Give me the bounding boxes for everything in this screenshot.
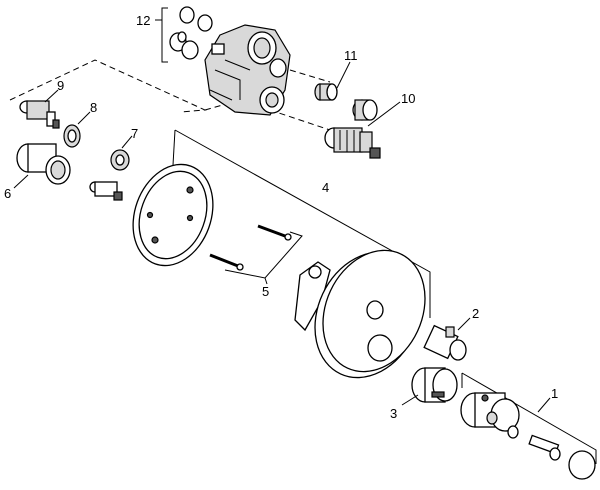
label-2: 2 [472,306,479,321]
label-5: 5 [262,284,269,299]
leader-6 [13,174,29,189]
label-4: 4 [322,180,329,195]
part-4-rosette [294,249,426,379]
label-8: 8 [90,100,97,115]
leader-2 [457,317,471,331]
label-12: 12 [136,13,150,28]
label-11: 11 [344,48,358,63]
label-7: 7 [131,126,138,141]
label-9: 9 [57,78,64,93]
leader-9 [44,89,59,103]
bracket-4-left [172,129,176,166]
part-1-handle-assembly [460,392,596,480]
part-11-cartridge [314,83,378,121]
leader-11 [336,61,351,89]
bracket-4 [174,129,431,318]
mounting-plate [132,163,214,267]
leader-10 [367,101,401,127]
label-10: 10 [401,91,415,106]
part-6-sleeve [16,143,71,185]
label-3: 3 [390,406,397,421]
part-3-knob [411,367,458,403]
valve-body [204,24,291,116]
leader-8 [77,111,91,125]
part-5-screws [209,224,303,279]
leader-7 [121,135,133,149]
part-2-diverter [423,324,467,361]
leader-3 [401,394,419,406]
leader-5 [264,277,268,285]
part-10-thermo-cartridge [324,127,381,159]
label-6: 6 [4,186,11,201]
leader-1 [537,397,551,413]
part-9-cartridge [19,100,60,129]
part-7-connector [89,149,130,201]
part-12-o-rings [155,6,213,63]
part-8-nut [63,124,81,148]
label-1: 1 [551,386,558,401]
